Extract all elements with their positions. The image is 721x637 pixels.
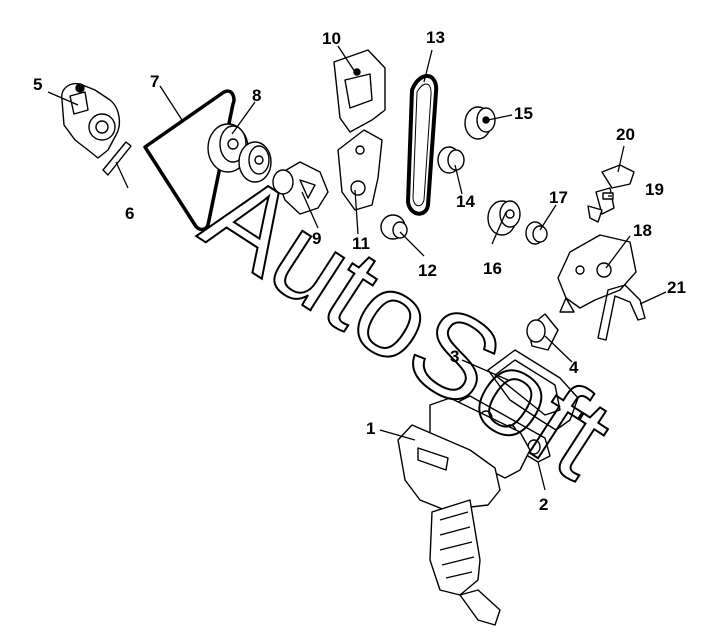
part-16-pulley	[487, 200, 521, 236]
callout-3: 3	[450, 347, 460, 366]
part-14-tensioner	[437, 146, 465, 174]
leader-lines	[47, 45, 667, 491]
part-3-heat-shield	[487, 349, 579, 431]
callout-19: 19	[645, 180, 664, 199]
callout-6: 6	[125, 204, 135, 223]
part-11-timing-cover	[337, 129, 383, 211]
callout-8: 8	[252, 86, 262, 105]
part-15-sprocket	[464, 106, 496, 140]
callout-17: 17	[549, 188, 568, 207]
callout-1: 1	[366, 419, 376, 438]
callout-14: 14	[456, 192, 475, 211]
part-12-idler	[380, 214, 408, 240]
callout-21: 21	[667, 278, 686, 297]
callout-12: 12	[418, 261, 437, 280]
part-9-water-pump	[272, 161, 329, 215]
callout-10: 10	[322, 29, 341, 48]
callout-4: 4	[569, 358, 579, 377]
callout-16: 16	[483, 259, 502, 278]
callout-7: 7	[150, 72, 160, 91]
callout-11: 11	[352, 234, 370, 253]
callout-5: 5	[33, 75, 43, 94]
part-13-timing-belt	[406, 74, 439, 216]
callout-2: 2	[539, 495, 549, 514]
part-6-belt	[102, 141, 132, 176]
part-1-exhaust-manifold	[397, 397, 531, 626]
part-10-timing-cover	[333, 49, 386, 133]
callout-13: 13	[426, 28, 445, 47]
part-5-alternator	[61, 82, 121, 159]
part-8-pulley	[207, 123, 249, 173]
callout-15: 15	[514, 104, 533, 123]
part-20-bracket	[601, 164, 635, 189]
part-17-sprocket	[525, 221, 548, 245]
callout-9: 9	[312, 229, 322, 248]
callout-20: 20	[616, 125, 635, 144]
part-21-gasket	[597, 284, 646, 341]
part-19-sensor	[587, 187, 615, 223]
part-8b-pulley	[238, 141, 272, 183]
callout-18: 18	[633, 221, 652, 240]
